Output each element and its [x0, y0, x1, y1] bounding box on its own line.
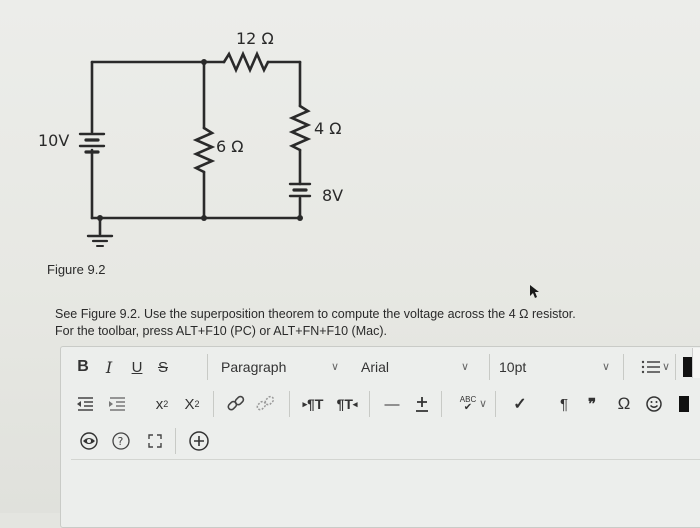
resistor-4-ohm	[288, 104, 312, 152]
paragraph-label: Paragraph	[221, 359, 287, 375]
chevron-down-icon: ∨	[662, 361, 671, 373]
toolbar-separator	[489, 354, 490, 380]
fullscreen-icon	[148, 434, 162, 448]
side-panel-edge	[692, 348, 700, 378]
unlink-icon	[256, 395, 275, 411]
preview-button[interactable]	[77, 428, 101, 454]
font-family-label: Arial	[361, 359, 390, 375]
chevron-down-icon: ∨	[461, 361, 470, 373]
chevron-down-icon: ∨	[602, 361, 611, 373]
toolbar-separator	[207, 354, 208, 380]
spellcheck-label: ABC	[459, 395, 477, 404]
question-text: See Figure 9.2. Use the superposition th…	[55, 306, 695, 340]
toolbar-separator	[495, 391, 496, 417]
pilcrow-button[interactable]: ¶	[559, 395, 569, 413]
subscript-mark: 2	[194, 399, 200, 409]
resistor-6-ohm	[192, 126, 216, 174]
bullet-list-icon	[641, 360, 660, 374]
bullet-list-button[interactable]: ∨	[631, 354, 671, 380]
bold-button[interactable]: B	[77, 358, 89, 375]
label-v-left: 10V	[38, 131, 69, 150]
toolbar-separator	[213, 391, 214, 417]
superscript-mark: 2	[163, 399, 169, 409]
font-size-dropdown[interactable]: 10pt ∨	[499, 354, 619, 380]
plus-minus-button[interactable]	[409, 391, 435, 417]
mouse-cursor-icon	[530, 285, 539, 298]
help-button[interactable]: ?	[109, 428, 133, 454]
rtl-label: ¶T	[336, 396, 353, 412]
ltr-button[interactable]: ▸¶T	[299, 391, 327, 417]
link-button[interactable]	[223, 391, 249, 417]
omega-button[interactable]: Ω	[617, 394, 631, 413]
horizontal-line-button[interactable]: —	[384, 395, 400, 413]
label-v-right: 8V	[322, 186, 343, 205]
label-r-right: 4 Ω	[314, 119, 342, 138]
plus-minus-icon	[416, 397, 428, 412]
battery-10v-symbol	[78, 132, 106, 154]
circuit-diagram: 12 Ω 6 Ω 4 Ω 10V 8V	[38, 29, 343, 247]
paragraph-dropdown[interactable]: Paragraph ∨	[221, 354, 361, 380]
unlink-button[interactable]	[253, 391, 279, 417]
ground-symbol	[86, 234, 114, 247]
label-r-top: 12 Ω	[236, 29, 274, 48]
resistor-12-ohm	[222, 50, 270, 74]
toolbar-separator	[175, 428, 176, 454]
ltr-label: ¶T	[307, 396, 324, 412]
toolbar-separator	[289, 391, 290, 417]
rtl-button[interactable]: ¶T◂	[333, 391, 361, 417]
rtl-arrow-icon: ◂	[352, 398, 358, 409]
toolbar-separator	[369, 391, 370, 417]
superscript-base: x	[155, 395, 164, 413]
question-line-1: See Figure 9.2. Use the superposition th…	[55, 307, 576, 321]
subscript-base: X	[184, 395, 195, 413]
spellcheck-button[interactable]: ABC ✔ ∨	[449, 391, 487, 417]
battery-8v-symbol	[288, 182, 312, 198]
emoji-icon	[646, 396, 662, 412]
overflow-button[interactable]	[679, 396, 689, 412]
junction-dots	[97, 59, 303, 221]
checkmark-button[interactable]: ✓	[509, 391, 531, 417]
figure-caption: Figure 9.2	[47, 262, 106, 277]
increase-indent-button[interactable]	[105, 391, 129, 417]
toolbar-separator	[675, 354, 676, 380]
decrease-indent-button[interactable]	[73, 391, 97, 417]
font-size-label: 10pt	[499, 359, 527, 375]
chevron-down-icon: ∨	[479, 398, 488, 410]
decrease-indent-icon	[77, 397, 93, 411]
answer-editor[interactable]: B I U S Paragraph ∨ Arial ∨ 10pt ∨	[60, 346, 700, 528]
toolbar-row-1: B I U S Paragraph ∨ Arial ∨ 10pt ∨	[61, 350, 700, 384]
checkmark-icon: ✓	[513, 396, 527, 413]
fullscreen-button[interactable]	[143, 428, 167, 454]
underline-button[interactable]: U	[131, 358, 143, 376]
ltr-arrow-icon: ▸	[302, 398, 308, 409]
label-r-mid: 6 Ω	[216, 137, 244, 156]
add-content-button[interactable]	[187, 428, 211, 454]
editor-text-area[interactable]	[71, 459, 700, 527]
italic-button[interactable]: I	[105, 357, 113, 377]
question-line-2: For the toolbar, press ALT+F10 (PC) or A…	[55, 324, 387, 338]
toolbar-row-3: ?	[61, 424, 700, 458]
chevron-down-icon: ∨	[331, 361, 340, 373]
spellcheck-icon: ABC ✔	[459, 395, 477, 413]
add-icon	[189, 431, 209, 451]
increase-indent-icon	[109, 397, 125, 411]
preview-icon	[80, 432, 98, 450]
font-family-dropdown[interactable]: Arial ∨	[361, 354, 471, 380]
quote-button[interactable]: ❞	[587, 396, 597, 413]
spellcheck-tick: ✔	[463, 402, 473, 413]
help-icon: ?	[112, 432, 130, 450]
link-icon	[227, 395, 245, 411]
toolbar-separator	[441, 391, 442, 417]
strikethrough-button[interactable]: S	[157, 358, 168, 376]
svg-text:?: ?	[118, 435, 124, 448]
toolbar-separator	[623, 354, 624, 380]
emoji-button[interactable]	[643, 391, 665, 417]
